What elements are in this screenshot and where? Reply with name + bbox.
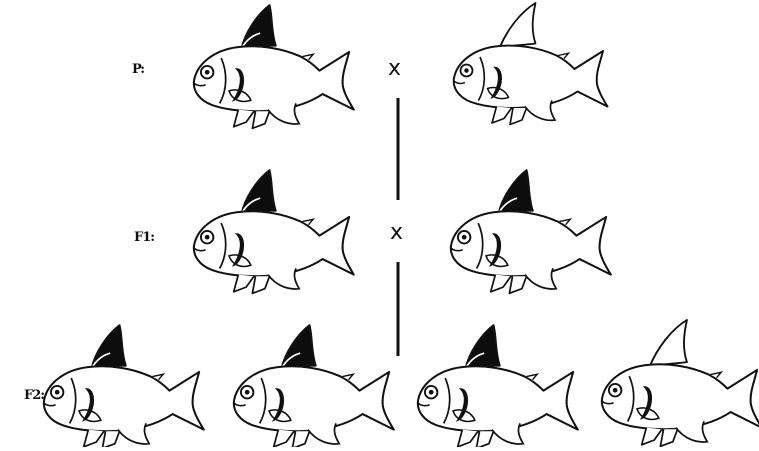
fish-1-1-black-dorsal-fin <box>451 170 611 293</box>
fish-2-3-plain-dorsal-fin <box>602 320 759 446</box>
generation-label-f2: F2: <box>24 388 44 403</box>
fish-2-0-black-dorsal-fin <box>44 325 204 447</box>
fish-2-1-black-dorsal-fin <box>234 325 394 447</box>
cross-symbol-p: x <box>388 58 401 80</box>
fish-2-2-black-dorsal-fin <box>418 325 578 447</box>
fish-0-0-black-dorsal-fin <box>194 5 354 128</box>
cross-symbol-f1: x <box>390 222 403 244</box>
fish-0-1-plain-dorsal-fin <box>454 3 608 125</box>
generation-label-f1: F1: <box>134 230 154 245</box>
generation-label-p: P: <box>132 62 144 77</box>
fish-1-0-black-dorsal-fin <box>194 170 354 293</box>
